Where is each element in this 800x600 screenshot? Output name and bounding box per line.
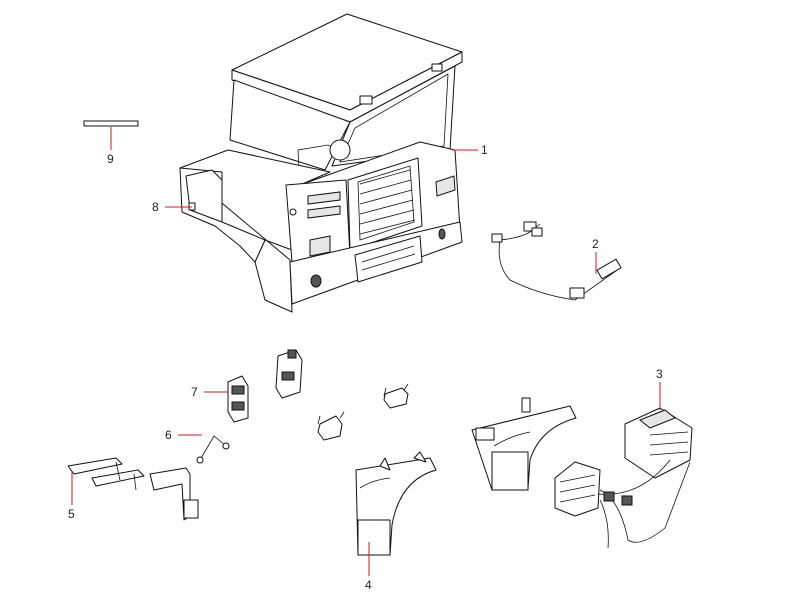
part-1-cab[interactable] bbox=[179, 13, 463, 313]
callout-label-2: 2 bbox=[592, 237, 599, 251]
callout-label-1: 1 bbox=[481, 143, 488, 157]
callout-8: 8 bbox=[152, 200, 192, 214]
callout-9: 9 bbox=[107, 127, 114, 166]
part-2-wiring-harness[interactable] bbox=[491, 221, 622, 301]
callout-3: 3 bbox=[656, 367, 663, 410]
clip-bracket-b[interactable] bbox=[383, 383, 409, 409]
callout-6: 6 bbox=[165, 428, 202, 442]
callout-label-4: 4 bbox=[365, 578, 372, 592]
part-3-control-unit[interactable] bbox=[554, 407, 693, 549]
callout-1: 1 bbox=[452, 143, 488, 157]
callout-label-8: 8 bbox=[152, 200, 159, 214]
callout-label-7: 7 bbox=[191, 385, 198, 399]
part-4-mudguard-left[interactable] bbox=[355, 451, 437, 556]
part-5-step-brackets[interactable] bbox=[67, 457, 199, 521]
callout-4: 4 bbox=[365, 542, 372, 592]
callout-5: 5 bbox=[68, 472, 75, 521]
part-9-trim-strip[interactable] bbox=[83, 120, 139, 127]
callout-label-6: 6 bbox=[165, 428, 172, 442]
callout-2: 2 bbox=[592, 237, 599, 274]
part-7-latch-assembly[interactable] bbox=[227, 349, 303, 423]
callout-label-9: 9 bbox=[107, 152, 114, 166]
callout-label-3: 3 bbox=[656, 367, 663, 381]
callout-label-5: 5 bbox=[68, 507, 75, 521]
part-6-rod-link[interactable] bbox=[196, 435, 230, 464]
part-4-mudguard-right[interactable] bbox=[471, 397, 577, 491]
clip-bracket-a[interactable] bbox=[317, 411, 345, 441]
callout-7: 7 bbox=[191, 385, 228, 399]
